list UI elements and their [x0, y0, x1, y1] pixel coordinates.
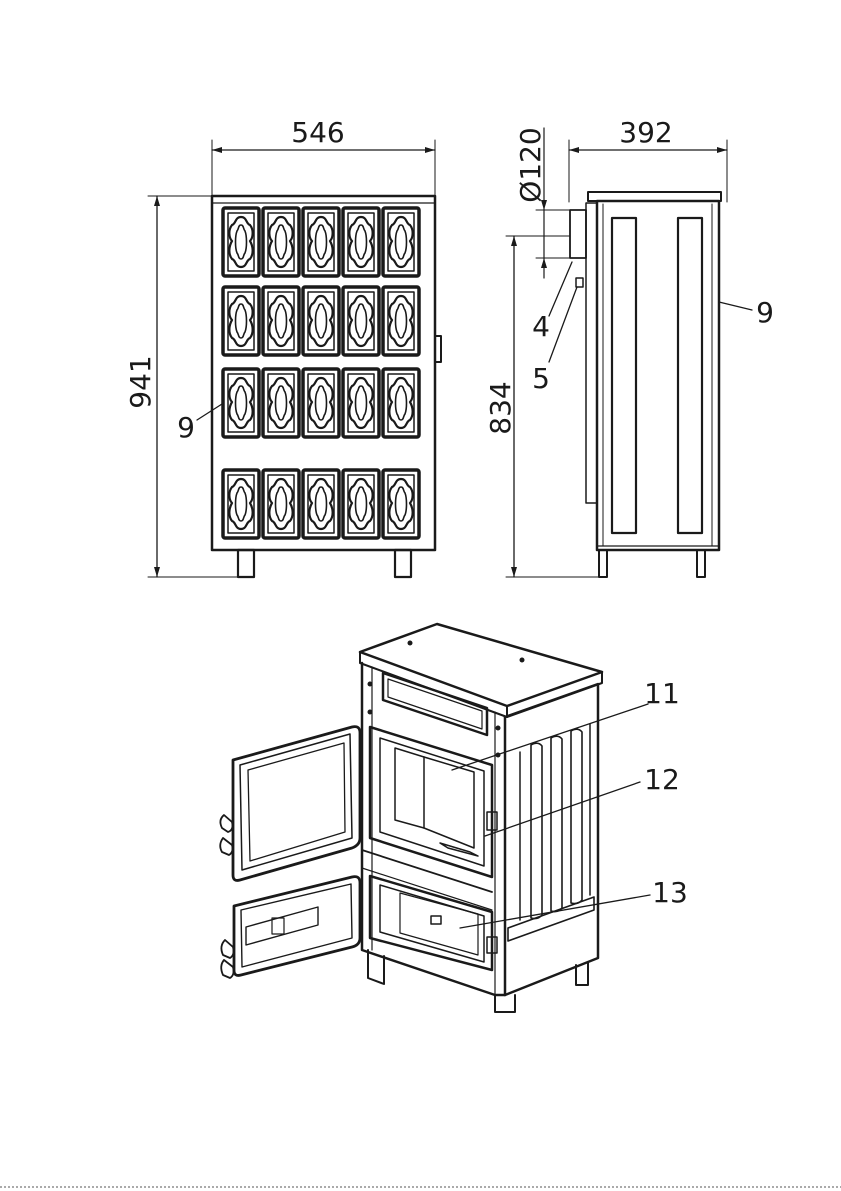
- side-depth-dimension: 392: [619, 116, 672, 149]
- side-callout-9: 9: [756, 296, 774, 329]
- iso-callout-12: 12: [644, 763, 680, 796]
- front-callout-9: 9: [177, 411, 195, 444]
- iso-callout-13: 13: [652, 876, 688, 909]
- flue-height-dimension: 834: [484, 381, 517, 434]
- side-callout-5: 5: [532, 362, 550, 395]
- front-width-dimension: 546: [291, 116, 344, 149]
- side-callout-4: 4: [532, 310, 550, 343]
- front-height-dimension: 941: [124, 355, 157, 408]
- front-view: 546 941 9: [124, 116, 441, 577]
- side-view: 392 Ø120 834 4 5 9: [484, 116, 774, 577]
- pipe-diameter-dimension: Ø120: [514, 127, 547, 202]
- tile-grid: [223, 208, 419, 538]
- iso-view: 11 12 13: [220, 624, 688, 1012]
- iso-callout-11: 11: [644, 677, 680, 710]
